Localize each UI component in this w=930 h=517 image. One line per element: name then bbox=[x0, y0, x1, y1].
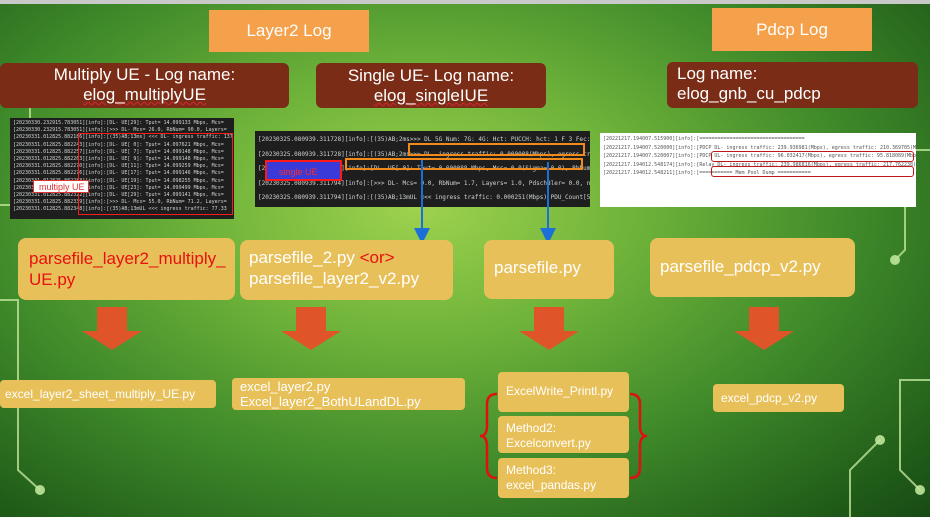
log-line: [20221217.194012.548211][info]:[========… bbox=[603, 170, 811, 176]
output-method3: Method3: excel_pandas.py bbox=[498, 458, 629, 498]
multiply-ue-label: multiply UE bbox=[33, 180, 89, 193]
parser-pdcp: parsefile_pdcp_v2.py bbox=[650, 238, 855, 297]
log-line: [20230331.012825.882270][info]:[DL- UE[1… bbox=[13, 163, 224, 170]
log-line: [20230330.232915.783051][info]:[DL- UE[2… bbox=[13, 120, 224, 126]
pdcp-ul-highlight bbox=[711, 166, 914, 177]
log-name-pdcp-line2: elog_gnb_cu_pdcp bbox=[677, 84, 821, 103]
log-name-multiply: Multiply UE - Log name: elog_multiplyUE bbox=[0, 63, 289, 108]
single-tput-highlight bbox=[345, 158, 583, 170]
parser-single-label: parsefile.py bbox=[494, 258, 581, 277]
output-pdcp: excel_pdcp_v2.py bbox=[713, 384, 844, 412]
down-arrow-4 bbox=[734, 307, 794, 350]
log-line: [20230331.012825.882276][info]:[DL- UE[1… bbox=[13, 170, 224, 177]
down-arrow-2 bbox=[281, 307, 341, 350]
log-name-single: Single UE- Log name: elog_singleIUE bbox=[316, 63, 546, 108]
log-name-pdcp-line1: Log name: bbox=[677, 64, 758, 83]
log-line: [20230331.012825.882348][info]:[(35)AB;1… bbox=[13, 206, 227, 213]
top-border bbox=[0, 0, 930, 4]
output-method2-line2: Excelconvert.py bbox=[506, 436, 591, 450]
output-layer2-line1: excel_layer2.py bbox=[240, 379, 331, 394]
pdcp-dl-highlight bbox=[711, 151, 914, 162]
parser-pdcp-label: parsefile_pdcp_v2.py bbox=[660, 257, 821, 276]
layer2-log-header: Layer2 Log bbox=[209, 10, 369, 52]
pdcp-log-header: Pdcp Log bbox=[712, 8, 872, 51]
log-line: [20230331.012825.882289][info]:[DL- UE[2… bbox=[13, 184, 224, 191]
parser-layer2-a: parsefile_2.py bbox=[249, 248, 360, 267]
log-line: [20230331.012825.882257][info]:[DL- UE[ … bbox=[13, 148, 224, 155]
log-line: [20230331.012825.882322][info]:[DL- UE[2… bbox=[13, 192, 224, 199]
single-ue-label-text: single UE bbox=[279, 167, 318, 177]
log-line: [20230331.012825.882263][info]:[DL- UE[ … bbox=[13, 156, 224, 163]
single-ue-label: single UE bbox=[265, 160, 342, 181]
log-line: [20230331.012825.882283][info]:[DL- UE[1… bbox=[13, 177, 224, 184]
output-method3-line1: Method3: bbox=[506, 463, 557, 477]
log-line: [20221217.194007.520000][info]:[PDCP DL-… bbox=[603, 144, 916, 151]
pdcp-log-lines: [20221217.194007.515900][info]:[========… bbox=[603, 135, 916, 178]
log-line: [20221217.194012.548174][info]:[Relay DL… bbox=[603, 161, 916, 168]
right-bracket bbox=[629, 392, 648, 480]
output-multiply: excel_layer2_sheet_multiply_UE.py bbox=[0, 380, 216, 408]
parser-layer2-or: <or> bbox=[359, 248, 395, 267]
log-line: [20230331.012825.882243][info]:[DL- UE[ … bbox=[13, 141, 224, 148]
parser-multiply: parsefile_layer2_multiply_UE.py bbox=[18, 238, 235, 300]
log-line: [20221217.194007.515900][info]:[========… bbox=[603, 136, 805, 142]
log-line: [20230331.012825.882339][info]:[>>> DL- … bbox=[13, 199, 227, 206]
output-method2-line1: Method2: bbox=[506, 421, 557, 435]
log-line: [20221217.194007.520007][info]:[PDCP UL-… bbox=[603, 153, 916, 159]
single-ingress-highlight bbox=[408, 143, 585, 156]
output-method3-line2: excel_pandas.py bbox=[506, 478, 597, 492]
log-line: [20230325.080939.311794][info]:[>>> DL- … bbox=[258, 179, 590, 187]
parser-multiply-label: parsefile_layer2_multiply_UE.py bbox=[29, 249, 226, 289]
output-layer2: excel_layer2.py Excel_layer2_BothULandDL… bbox=[232, 378, 465, 410]
down-arrow-3 bbox=[519, 307, 579, 350]
parser-layer2-b: parsefile_layer2_v2.py bbox=[249, 269, 420, 288]
pdcp-log-screenshot: [20221217.194007.515900][info]:[========… bbox=[600, 133, 916, 207]
output-layer2-line2: Excel_layer2_BothULandDL.py bbox=[240, 394, 421, 409]
log-name-single-line2: elog_singleIUE bbox=[373, 86, 489, 105]
parser-layer2: parsefile_2.py <or> parsefile_layer2_v2.… bbox=[240, 240, 453, 300]
log-line: [20230325.080939.311728][info]:[(35)AB;2… bbox=[258, 136, 590, 143]
parser-single: parsefile.py bbox=[484, 240, 614, 299]
multiply-log-lines: [20230330.232915.783051][info]:[DL- UE[2… bbox=[13, 120, 234, 214]
down-arrow-1 bbox=[82, 307, 142, 350]
log-line: [20230330.232915.783051][info]:[>>> DL- … bbox=[13, 127, 227, 134]
log-name-pdcp: Log name: elog_gnb_cu_pdcp bbox=[667, 62, 918, 108]
left-bracket bbox=[479, 392, 498, 480]
multiply-log-screenshot: [20230330.232915.783051][info]:[DL- UE[2… bbox=[10, 118, 234, 219]
log-line: [20230325.080939.311794][info]:[(35)AB;1… bbox=[258, 194, 590, 201]
multiply-highlight-box bbox=[78, 133, 233, 215]
log-name-multiply-line1: Multiply UE - Log name: bbox=[53, 65, 236, 84]
output-method1: ExcelWrite_Printl.py bbox=[498, 372, 629, 412]
log-name-multiply-line2: elog_multiplyUE bbox=[83, 85, 206, 104]
output-method2: Method2: Excelconvert.py bbox=[498, 416, 629, 453]
log-line: [20230331.012825.882186][info]:[(35)AB;1… bbox=[13, 134, 234, 141]
log-name-single-line1: Single UE- Log name: bbox=[347, 66, 515, 85]
